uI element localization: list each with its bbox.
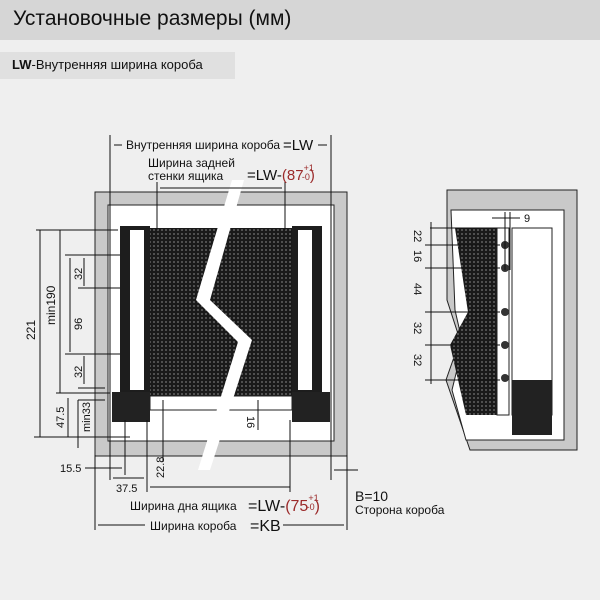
dim-9: 9	[524, 213, 530, 225]
side-view: 9 22 16 44 32 32	[411, 189, 578, 451]
left-runner	[112, 392, 150, 422]
side-dim-32-b: 32	[411, 354, 423, 366]
dim-16: 16	[244, 416, 256, 428]
dim-min33: min33	[81, 402, 93, 432]
dim-15-5: 15.5	[60, 463, 81, 475]
dim-37-5: 37.5	[116, 483, 137, 495]
back-width-label-2: стенки ящика	[148, 169, 224, 183]
side-dim-16: 16	[411, 250, 423, 262]
dim-221: 221	[24, 320, 38, 340]
inner-width-label: Внутренняя ширина короба	[126, 138, 280, 152]
side-mesh	[450, 228, 497, 415]
side-runner	[512, 380, 552, 435]
back-width-formula: =LW-(87+1-0)	[247, 163, 315, 184]
page-title: Установочные размеры (мм)	[13, 7, 292, 30]
dim-96: 96	[73, 318, 85, 330]
dim-22-8: 22.8	[155, 457, 167, 478]
legend-abbr: LW	[12, 57, 32, 72]
side-thickness: B=10	[355, 488, 388, 504]
front-view: Внутренняя ширина короба =LW Ширина задн…	[24, 135, 445, 535]
bottom-width-label: Ширина дна ящика	[130, 499, 237, 513]
legend-box: LW-Внутренняя ширина короба	[0, 52, 235, 79]
right-runner	[292, 392, 330, 422]
dim-47-5: 47.5	[55, 407, 67, 428]
legend-text: -Внутренняя ширина короба	[31, 57, 203, 72]
cabinet-width-label: Ширина короба	[150, 519, 237, 533]
dim-32-top: 32	[73, 268, 85, 280]
side-dim-32-a: 32	[411, 322, 423, 334]
break-line	[196, 180, 252, 470]
side-dim-44: 44	[411, 283, 423, 295]
dim-32-bottom: 32	[73, 366, 85, 378]
inner-width-value: =LW	[283, 137, 314, 154]
dim-min190: min190	[44, 285, 58, 325]
bottom-width-formula: =LW-(75+1-0)	[248, 493, 320, 515]
header-bar: Установочные размеры (мм)	[0, 0, 600, 40]
cabinet-width-value: =KB	[250, 518, 281, 535]
back-width-label-1: Ширина задней	[148, 156, 235, 170]
side-label: Сторона короба	[355, 503, 445, 517]
side-dim-22: 22	[411, 230, 423, 242]
